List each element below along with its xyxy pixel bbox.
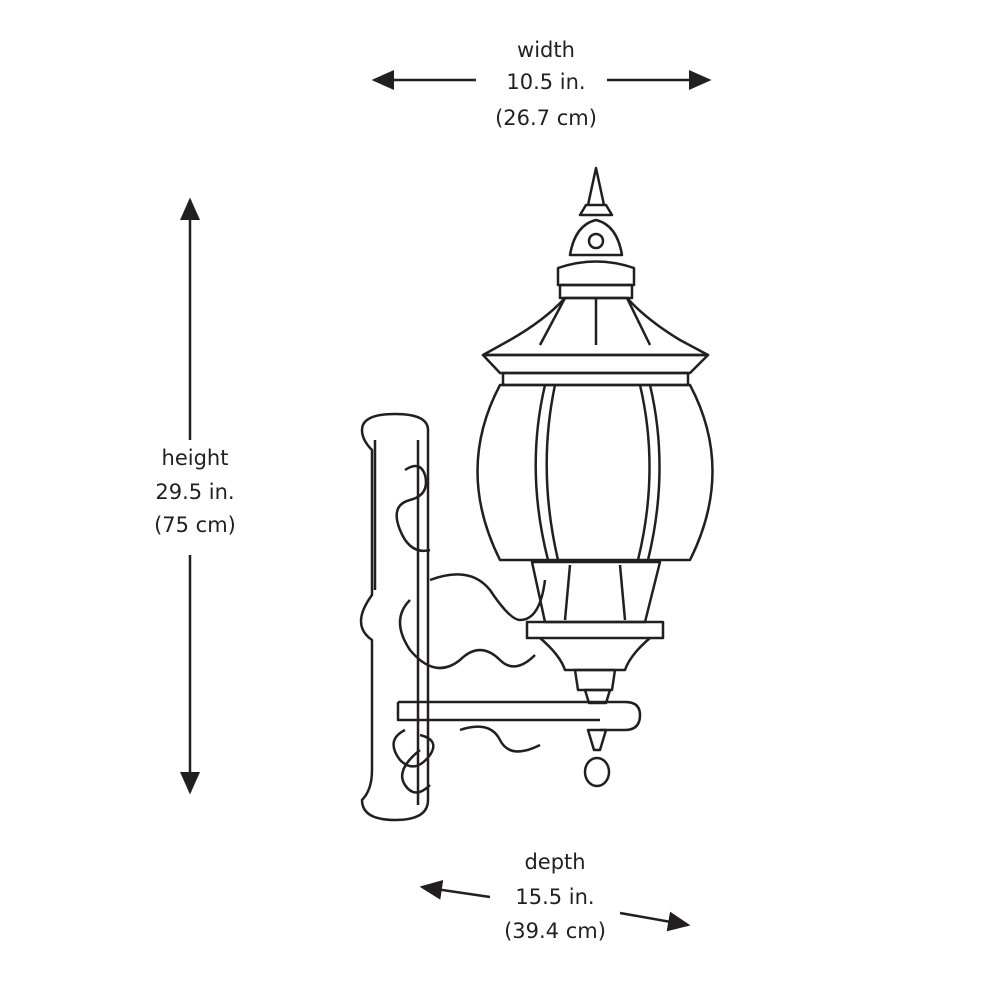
- depth-arrow-right: [619, 911, 691, 932]
- width-imperial: 10.5 in.: [506, 70, 586, 94]
- depth-imperial: 15.5 in.: [515, 885, 595, 909]
- wall-lantern-illustration: [359, 166, 714, 822]
- height-metric: (75 cm): [154, 513, 236, 537]
- depth-metric: (39.4 cm): [504, 919, 606, 943]
- width-metric: (26.7 cm): [495, 106, 597, 130]
- depth-label: depth: [524, 850, 586, 874]
- width-label: width: [517, 38, 575, 62]
- height-label: height: [161, 446, 229, 470]
- depth-arrow-left: [419, 880, 491, 900]
- height-imperial: 29.5 in.: [155, 480, 235, 504]
